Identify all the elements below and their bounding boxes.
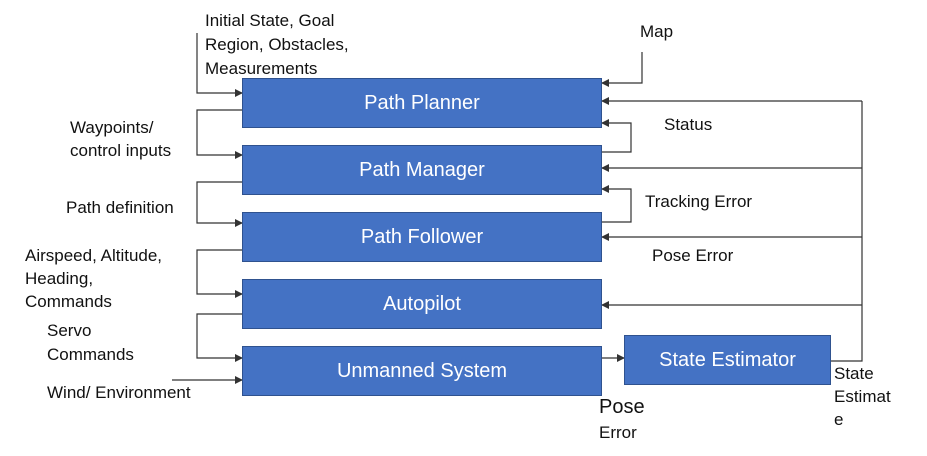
airspeed-label-line-2: Heading, xyxy=(25,269,94,288)
pose-error-bottom-line-1: Pose xyxy=(599,396,645,418)
follower-to-autopilot-arrow xyxy=(196,249,243,298)
pose-error-right-label: Pose Error xyxy=(652,246,734,265)
unmanned-system-block: Unmanned System xyxy=(242,346,602,396)
airspeed-label-line-1: Airspeed, Altitude, xyxy=(25,246,163,265)
map-arrow xyxy=(601,52,643,87)
map-label: Map xyxy=(640,22,674,41)
state-estimate-label-line-1: State xyxy=(834,364,874,383)
waypoints-label-line-2: control inputs xyxy=(70,141,172,160)
pose-error-bottom-line-2: Error xyxy=(599,423,637,442)
state-estimate-label-line-3: e xyxy=(834,410,844,429)
state-estimator-block: State Estimator xyxy=(624,335,831,385)
inputs-label-line-2: Region, Obstacles, xyxy=(205,35,349,54)
airspeed-label-line-3: Commands xyxy=(25,292,112,311)
wind-environment-label: Wind/ Environment xyxy=(47,383,191,402)
state-estimate-line xyxy=(831,101,863,362)
input-arrow xyxy=(196,33,243,97)
waypoints-label-line-1: Waypoints/ xyxy=(70,118,154,137)
path-follower-block: Path Follower xyxy=(242,212,602,262)
tracking-error-arrow xyxy=(601,185,632,223)
autopilot-block: Autopilot xyxy=(242,279,602,329)
inputs-label-line-3: Measurements xyxy=(205,59,318,78)
servo-label-line-2: Commands xyxy=(47,345,134,364)
autopilot-to-system-arrow xyxy=(196,313,243,362)
state-estimate-label-line-2: Estimat xyxy=(834,387,891,406)
inputs-label-line-1: Initial State, Goal xyxy=(205,11,335,30)
path-manager-block: Path Manager xyxy=(242,145,602,195)
manager-to-follower-arrow xyxy=(196,181,243,227)
status-arrow xyxy=(601,119,632,153)
status-label: Status xyxy=(664,115,713,134)
servo-label-line-1: Servo xyxy=(47,321,92,340)
tracking-error-label: Tracking Error xyxy=(645,192,753,211)
path-definition-label: Path definition xyxy=(66,198,174,217)
planner-to-manager-arrow xyxy=(196,109,243,159)
path-planner-block: Path Planner xyxy=(242,78,602,128)
